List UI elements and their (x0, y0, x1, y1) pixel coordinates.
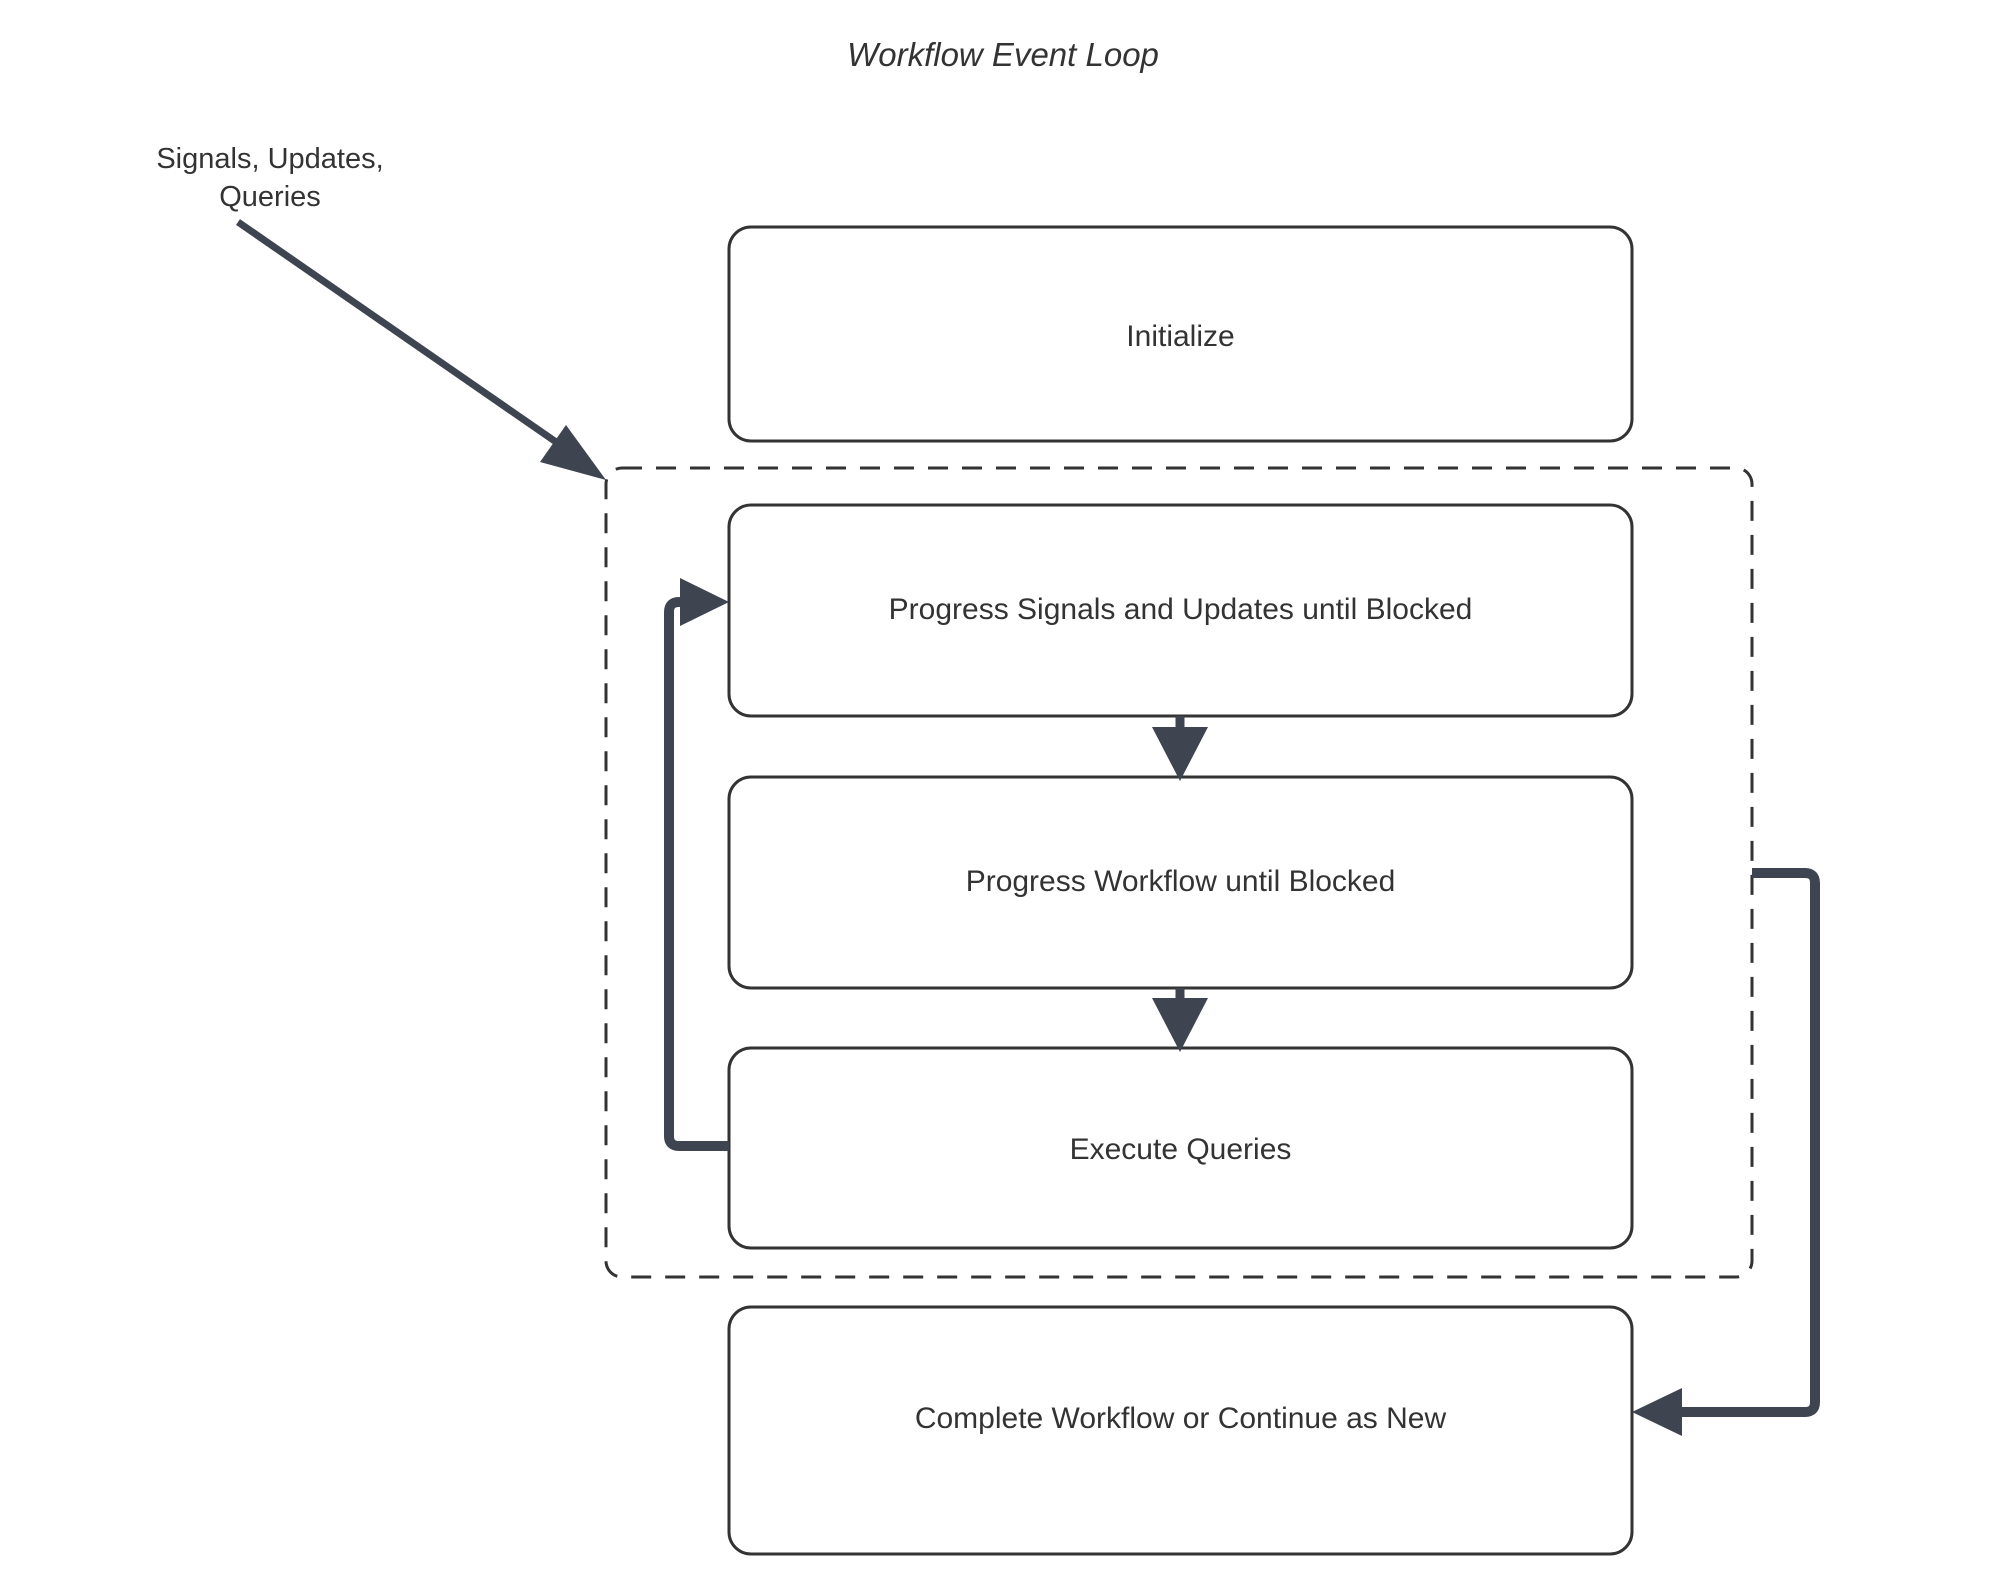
edge-loop-to-complete (1632, 868, 1820, 1436)
event-loop-group-border (604, 466, 1754, 1279)
node-box-complete-workflow[interactable] (727, 1305, 1634, 1556)
node-box-progress-workflow[interactable] (727, 775, 1634, 990)
node-box-execute-queries[interactable] (727, 1046, 1634, 1250)
page-title: Workflow Event Loop (847, 36, 1159, 73)
node-box-initialize[interactable] (727, 225, 1634, 443)
edge-workflow-to-queries (1152, 988, 1208, 1052)
edge-signals-to-workflow (1152, 716, 1208, 781)
node-box-progress-signals[interactable] (727, 503, 1634, 718)
edge-external-input (236, 219, 606, 480)
edge-queries-loop-back (664, 578, 729, 1151)
